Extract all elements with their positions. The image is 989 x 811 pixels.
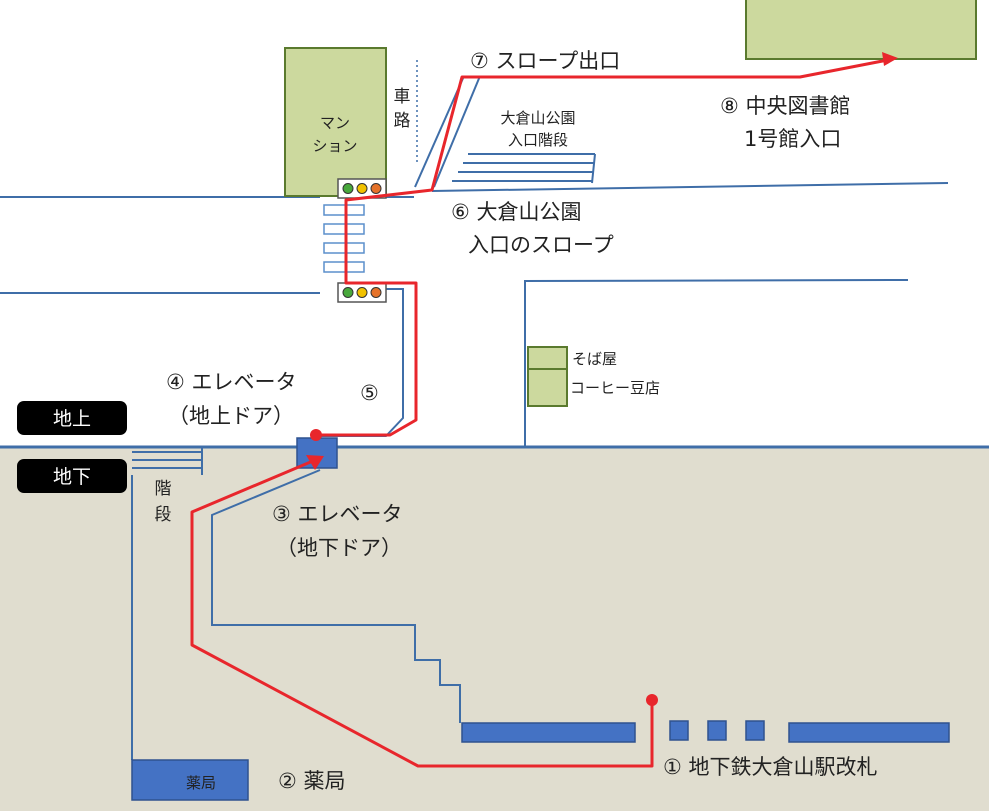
- underground-stairs-label-1: 階: [155, 479, 172, 499]
- park-stairs-label-1: 大倉山公園: [500, 109, 575, 127]
- roadway-label-1: 車: [394, 87, 411, 107]
- park-stairs-label-2: 入口階段: [508, 131, 568, 149]
- route-arrow-library: [882, 52, 898, 66]
- mansion-building: [284, 47, 387, 197]
- traffic-light-north: [337, 178, 387, 199]
- mansion-label-line1: マン: [320, 114, 350, 132]
- pharmacy-building: [131, 759, 249, 801]
- step-4-label-line2: （地上ドア）: [168, 404, 294, 428]
- step-7-label: ⑦ スロープ出口: [470, 49, 620, 73]
- underground-area: [0, 448, 989, 811]
- library-building: [745, 0, 977, 60]
- elevator-door-dot: [310, 429, 322, 441]
- route-arrow-elevator: [306, 455, 324, 470]
- step-4-label-line1: ④ エレベータ: [166, 370, 297, 394]
- step-5-label: ⑤: [360, 381, 379, 405]
- underground-tag: [17, 459, 127, 493]
- underground-stairs-label-2: 段: [155, 505, 172, 525]
- step-6-label-line2: 入口のスロープ: [468, 233, 614, 257]
- ticket-gates: [461, 720, 950, 743]
- soba-shop-building: [527, 346, 568, 370]
- mansion-label-line2: ション: [312, 137, 357, 155]
- above-ground-label: 地上: [53, 408, 91, 430]
- step-8-label-line2: 1号館入口: [744, 127, 841, 151]
- roadway-label-2: 路: [394, 111, 411, 131]
- underground-label: 地下: [53, 466, 91, 488]
- step-8-label-line1: ⑧ 中央図書館: [720, 94, 851, 118]
- step-2-label: ② 薬局: [278, 769, 346, 793]
- step-3-label-line1: ③ エレベータ: [272, 502, 403, 526]
- route-start-dot: [646, 694, 658, 706]
- park-stairs: [452, 153, 596, 184]
- underground-walls: [131, 469, 461, 760]
- step-6-label-line1: ⑥ 大倉山公園: [451, 200, 582, 224]
- traffic-light-south: [337, 282, 387, 303]
- coffee-shop-label: コーヒー豆店: [570, 379, 660, 397]
- soba-shop-label: そば屋: [572, 350, 617, 368]
- crosswalk: [323, 204, 365, 273]
- above-ground-tag: [17, 401, 127, 435]
- pharmacy-label: 薬局: [186, 774, 216, 792]
- underground-stairs: [132, 448, 203, 475]
- coffee-shop-building: [527, 368, 568, 407]
- step-1-label: ① 地下鉄大倉山駅改札: [663, 755, 878, 779]
- route-path: [190, 57, 894, 768]
- step-3-label-line2: （地下ドア）: [276, 536, 402, 560]
